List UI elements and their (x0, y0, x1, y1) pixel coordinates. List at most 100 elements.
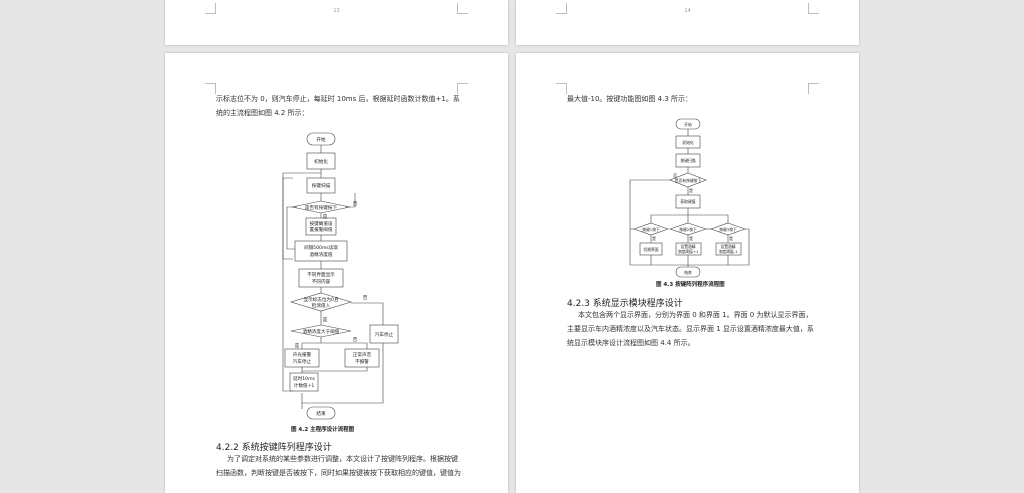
node-label: 置报警阈值 (310, 226, 333, 233)
node-label: 不报警 (355, 358, 369, 365)
decision-node (290, 324, 352, 338)
page-14: 14 (516, 0, 859, 45)
no-label: 否 (353, 201, 358, 207)
crop-mark (808, 3, 819, 14)
node-label: 设置酒精 (680, 244, 695, 249)
node-label: 不同界面显示 (307, 272, 335, 278)
node-label: 正常声音 (353, 351, 372, 358)
node-label: 酒精浓度值 (310, 251, 333, 258)
node-label: 检测值入 (312, 302, 331, 309)
process-node (675, 194, 701, 209)
figure-caption: 图 4.3 按键阵列程序流程图 (656, 282, 725, 288)
node-label: 延时10ms (293, 375, 316, 382)
node-label: 获取键值 (680, 199, 695, 204)
no-label: 否 (353, 337, 358, 343)
node-label: 计数值+1 (294, 382, 315, 389)
node-label: 开始 (316, 136, 326, 143)
process-node (675, 153, 701, 168)
decision-node (291, 200, 351, 214)
paragraph-line: 示标志位不为 0，则汽车停止，每延时 10ms 后，根据延时函数计数值+1。系 (216, 95, 460, 103)
paragraph-line: 统的主流程图如图 4.2 所示： (216, 109, 309, 117)
end-node (306, 406, 336, 420)
node-label: 设置酒精 (720, 244, 735, 249)
decision-node (289, 292, 353, 312)
node-label: 切换界面 (643, 247, 658, 252)
yes-label: 是 (689, 188, 693, 193)
flow-line (282, 172, 321, 392)
flow-line (688, 214, 729, 223)
node-label: 按键确值设 (310, 220, 333, 227)
node-label: 按键2按下 (679, 227, 697, 232)
decision-node (633, 222, 669, 236)
paragraph-line: 扫描函数，判断按键是否被按下，同时如果按键被按下获取相应的键值，键值为 (216, 469, 461, 477)
section-heading: 4.2.3 系统显示模块程序设计 (567, 299, 683, 309)
node-label: 是否有按键按下 (305, 204, 338, 211)
no-label: 否 (673, 173, 677, 178)
flow-line (351, 302, 384, 325)
node-label: 间隔500ms读取 (304, 244, 338, 251)
main-flowchart-labels: 开始 初始化 按键扫描 是否有按键按下 按键确值设 置报警阈值 间隔500ms读… (293, 136, 394, 417)
node-label: 浓度阈值+1 (678, 249, 699, 254)
node-label: 显示标志位为0且 (303, 296, 338, 303)
decision-node (669, 172, 707, 188)
flow-line (728, 228, 750, 266)
crop-mark (556, 83, 567, 94)
node-label: 按键1按下 (642, 227, 660, 232)
node-label: 浓度阈值-1 (719, 249, 739, 254)
process-node (675, 242, 702, 256)
paragraph-line: 最大值-10。按键功能图如图 4.3 所示： (567, 95, 693, 103)
yes-label: 是 (652, 236, 656, 241)
crop-mark (808, 83, 819, 94)
page-left: 示标志位不为 0，则汽车停止，每延时 10ms 后，根据延时函数计数值+1。系 … (165, 53, 508, 493)
node-label: 酒精浓度大于阈值 (303, 328, 340, 335)
node-label: 按键扫描 (680, 158, 695, 163)
process-node (344, 348, 380, 368)
process-node (639, 242, 663, 256)
process-node (298, 268, 344, 288)
key-flowchart (629, 118, 750, 278)
process-node (284, 348, 320, 368)
node-label: 汽车停止 (375, 331, 394, 338)
page-number: 14 (684, 8, 691, 14)
main-flowchart (282, 132, 399, 420)
node-label: 不同内容 (312, 278, 331, 285)
yes-label: 是 (729, 236, 733, 241)
yes-label: 是 (689, 236, 693, 241)
node-label: 汽车停止 (293, 358, 312, 365)
flow-line (302, 367, 368, 372)
paragraph-line: 本文包含两个显示界面，分别为界面 0 和界面 1。界面 0 为默认显示界面， (578, 311, 813, 319)
process-node (369, 324, 399, 344)
crop-mark (205, 3, 216, 14)
key-flowchart-labels: 开始 初始化 按键扫描 是否有按键按下 获取键值 按键1按下 按键2按下 按键3… (642, 122, 739, 275)
flow-line (629, 179, 671, 266)
start-node (306, 132, 336, 146)
crop-mark (205, 83, 216, 94)
node-label: 声光报警 (293, 351, 312, 358)
paragraph-line: 统显示模块序设计流程图如图 4.4 所示。 (567, 339, 695, 347)
flow-line (650, 208, 689, 223)
decision-node (669, 222, 707, 236)
flow-line (345, 193, 356, 208)
process-node (294, 240, 348, 262)
paragraph-line: 为了调定对系统的某些参数进行调整，本文设计了按键阵列程序。根据按键 (227, 455, 458, 463)
process-node (715, 242, 742, 256)
no-label: 否 (363, 295, 368, 301)
process-node (305, 217, 337, 236)
node-label: 结束 (316, 410, 326, 417)
node-label: 初始化 (314, 158, 328, 165)
decision-node (710, 222, 746, 236)
flow-line (302, 343, 384, 404)
paragraph-line: 主要显示车内酒精浓度以及汽车状态。显示界面 1 显示设置酒精浓度最大值，系 (567, 325, 814, 333)
node-label: 开始 (684, 122, 692, 127)
node-label: 按键扫描 (312, 182, 331, 189)
process-node (675, 135, 701, 149)
flow-line (302, 342, 368, 349)
process-node (306, 152, 336, 170)
node-label: 结束 (684, 270, 692, 275)
node-label: 按键3按下 (719, 227, 737, 232)
page-right: 最大值-10。按键功能图如图 4.3 所示： 开始 初始化 按 (516, 53, 859, 493)
page-number: 13 (333, 8, 340, 14)
page-13: 13 (165, 0, 508, 45)
process-node (289, 372, 319, 392)
crop-mark (457, 83, 468, 94)
